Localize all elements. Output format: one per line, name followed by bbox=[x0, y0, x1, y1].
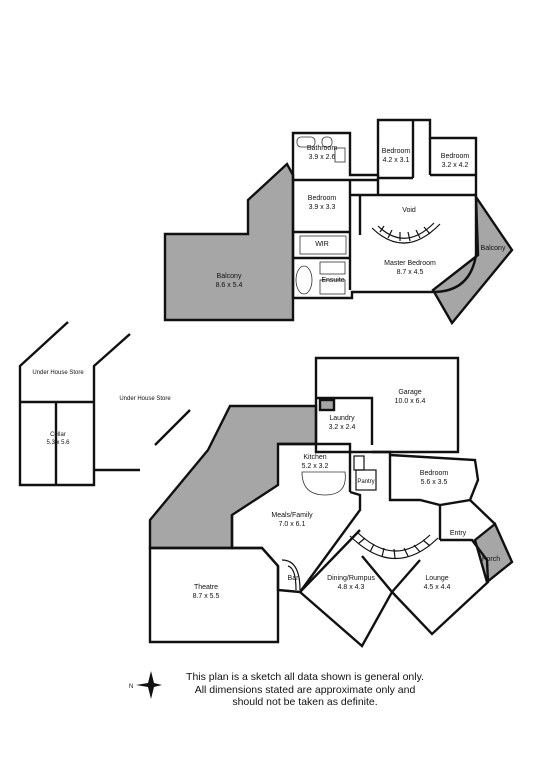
kitchen-name: Kitchen bbox=[303, 454, 326, 461]
compass-letter: N bbox=[129, 684, 133, 690]
under-house-store-1-name: Under House Store bbox=[32, 370, 84, 376]
bedroom-upper-2-name: Bedroom bbox=[441, 153, 470, 160]
upper-outline bbox=[291, 118, 478, 300]
kitchen-dims: 5.2 x 3.2 bbox=[302, 463, 329, 470]
ensuite-name: Ensuite bbox=[321, 277, 344, 284]
lounge-dims: 4.5 x 4.4 bbox=[424, 584, 451, 591]
upper-internal-walls bbox=[293, 120, 476, 290]
ground-stairs bbox=[349, 532, 439, 560]
bedroom-upper-1-dims: 4.2 x 3.1 bbox=[383, 157, 410, 164]
cellar-dims: 5.3 x 5.6 bbox=[46, 440, 70, 446]
upper-floor: Bathroom 3.9 x 2.6 Bedroom 4.2 x 3.1 Bed… bbox=[163, 118, 514, 326]
disclaimer-line-2: All dimensions stated are approximate on… bbox=[194, 683, 416, 696]
fridge-box bbox=[353, 455, 365, 471]
void-name: Void bbox=[402, 207, 416, 214]
balcony-left-area bbox=[163, 162, 295, 322]
garage-dims: 10.0 x 6.4 bbox=[395, 398, 426, 405]
upper-stairs bbox=[371, 222, 441, 244]
bedroom-lower-dims: 5.6 x 3.5 bbox=[421, 479, 448, 486]
wir-name: WIR bbox=[315, 241, 329, 248]
disclaimer: This plan is a sketch all data shown is … bbox=[180, 671, 430, 709]
laundry-walls bbox=[316, 396, 374, 445]
dining-rumpus-dims: 4.8 x 4.3 bbox=[338, 584, 365, 591]
laundry-dims: 3.2 x 2.4 bbox=[329, 424, 356, 431]
bedroom-upper-3-name: Bedroom bbox=[308, 195, 337, 202]
bedroom-upper-3-dims: 3.9 x 3.3 bbox=[309, 204, 336, 211]
balcony-right-area bbox=[431, 192, 514, 326]
meals-family-name: Meals/Family bbox=[271, 512, 313, 519]
upper-fixtures bbox=[295, 136, 347, 295]
under-house: Under House Store Under House Store Cell… bbox=[18, 321, 191, 487]
bar-counter bbox=[281, 559, 301, 591]
master-bedroom-dims: 8.7 x 4.5 bbox=[397, 269, 424, 276]
entry-walls bbox=[438, 499, 496, 540]
porch-area bbox=[473, 522, 514, 585]
lounge-name: Lounge bbox=[425, 575, 448, 582]
cellar-name: Cellar bbox=[50, 432, 66, 438]
lounge-walls bbox=[391, 538, 490, 636]
theatre-name: Theatre bbox=[194, 584, 218, 591]
bedroom-upper-2-dims: 3.2 x 4.2 bbox=[442, 162, 469, 169]
disclaimer-line-1: This plan is a sketch all data shown is … bbox=[186, 671, 424, 683]
balcony-left-dims: 8.6 x 5.4 bbox=[216, 282, 243, 289]
dining-rumpus-name: Dining/Rumpus bbox=[327, 575, 375, 582]
laundry-name: Laundry bbox=[329, 415, 355, 422]
kitchen-island bbox=[301, 471, 346, 496]
dining-walls bbox=[299, 529, 394, 648]
theatre-dims: 8.7 x 5.5 bbox=[193, 593, 220, 600]
garage-name: Garage bbox=[398, 389, 421, 396]
laundry-fixture bbox=[318, 398, 336, 412]
meals-family-dims: 7.0 x 6.1 bbox=[279, 521, 306, 528]
pantry-box bbox=[355, 469, 377, 491]
compass-star bbox=[136, 671, 162, 699]
bedroom-lower-name: Bedroom bbox=[420, 470, 449, 477]
under-house-walls bbox=[18, 321, 191, 487]
bar-name: Bar bbox=[288, 575, 300, 582]
bedroom-upper-1-name: Bedroom bbox=[382, 148, 411, 155]
bathroom-dims: 3.9 x 2.6 bbox=[309, 154, 336, 161]
disclaimer-line-3: should not be taken as definite. bbox=[232, 696, 378, 708]
balcony-left-name: Balcony bbox=[217, 273, 242, 280]
under-house-store-2-name: Under House Store bbox=[119, 396, 171, 402]
entry-name: Entry bbox=[450, 530, 467, 537]
master-bedroom-name: Master Bedroom bbox=[384, 260, 436, 267]
theatre-walls bbox=[148, 546, 280, 644]
garage-walls bbox=[314, 356, 460, 454]
balcony-right-name: Balcony bbox=[481, 245, 506, 252]
porch-name: Porch bbox=[482, 556, 500, 563]
ground-floor: Garage 10.0 x 6.4 Laundry 3.2 x 2.4 Kitc… bbox=[148, 356, 514, 648]
compass-icon: N bbox=[129, 671, 162, 699]
bathroom-name: Bathroom bbox=[307, 145, 338, 152]
pantry-name: Pantry bbox=[357, 479, 374, 485]
